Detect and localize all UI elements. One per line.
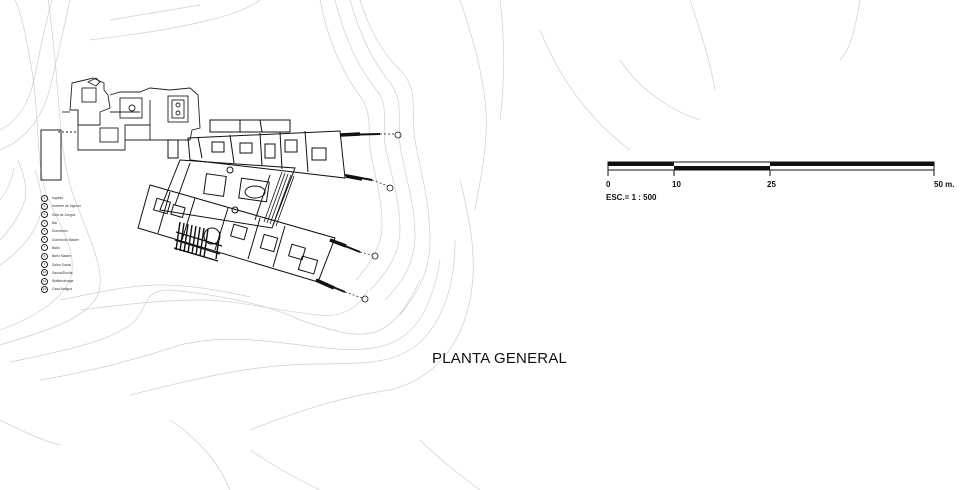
graphic-scale-bar <box>607 161 935 176</box>
legend-label: Salón Social <box>52 262 71 267</box>
legend-item: 9 Salón Social <box>41 260 131 269</box>
legend-number: 9 <box>41 261 48 269</box>
legend-number: 1 <box>41 194 48 202</box>
legend-label: Dormitorio <box>52 229 68 234</box>
topographic-contours <box>0 0 861 490</box>
room-legend: 1 Ingreso 2 Hombre de Ingreso 3 Sala de Juego… <box>41 194 131 294</box>
lower-pavilion-plan <box>137 184 379 303</box>
legend-number: 3 <box>41 211 48 219</box>
legend-item: 6 Dormitorio Master <box>41 235 131 244</box>
legend-item: 8 Baño Master <box>41 252 131 260</box>
legend-item: 12 Casa Antigua <box>41 285 131 293</box>
legend-item: 10 Sauna/Ducha <box>41 269 131 277</box>
drawing-title: PLANTA GENERAL <box>432 350 568 367</box>
legend-label: Sauna/Ducha <box>52 270 73 275</box>
legend-item: 5 Dormitorio <box>41 227 131 235</box>
legend-number: 4 <box>41 219 48 227</box>
legend-label: Hombre de Ingreso <box>52 204 82 209</box>
legend-label: Bar <box>52 221 58 226</box>
old-house-plan <box>40 77 201 181</box>
scale-tick-10: 10 <box>672 180 681 189</box>
legend-number: 8 <box>41 252 48 260</box>
legend-number: 7 <box>41 244 48 252</box>
legend-item: 4 Bar <box>41 219 131 227</box>
legend-item: 2 Hombre de Ingreso <box>41 202 131 210</box>
legend-number: 5 <box>41 227 48 235</box>
scale-ratio-text: ESC.= 1 : 500 <box>606 193 657 202</box>
middle-pavilion-plan <box>159 159 296 229</box>
scale-tick-50: 50 m. <box>934 180 955 189</box>
legend-number: 12 <box>41 285 48 293</box>
scale-tick-0: 0 <box>606 180 611 189</box>
legend-item: 1 Ingreso <box>41 194 131 202</box>
upper-pavilion-plan <box>167 119 402 192</box>
legend-item: 3 Sala de Juegos <box>41 211 131 219</box>
legend-number: 6 <box>41 236 48 244</box>
legend-item: 11 Walkinstorage <box>41 277 131 285</box>
legend-label: Baño Master <box>52 254 72 259</box>
scale-tick-25: 25 <box>767 180 776 189</box>
legend-label: Casa Antigua <box>52 287 73 292</box>
legend-number: 11 <box>41 277 48 285</box>
legend-label: Ingreso <box>52 196 64 201</box>
legend-number: 2 <box>41 202 48 210</box>
legend-label: Sala de Juegos <box>52 212 76 217</box>
legend-label: Dormitorio Master <box>52 237 79 242</box>
legend-label: Walkinstorage <box>52 279 74 284</box>
legend-number: 10 <box>41 269 48 277</box>
legend-label: Baño <box>52 245 60 250</box>
legend-item: 7 Baño <box>41 244 131 252</box>
